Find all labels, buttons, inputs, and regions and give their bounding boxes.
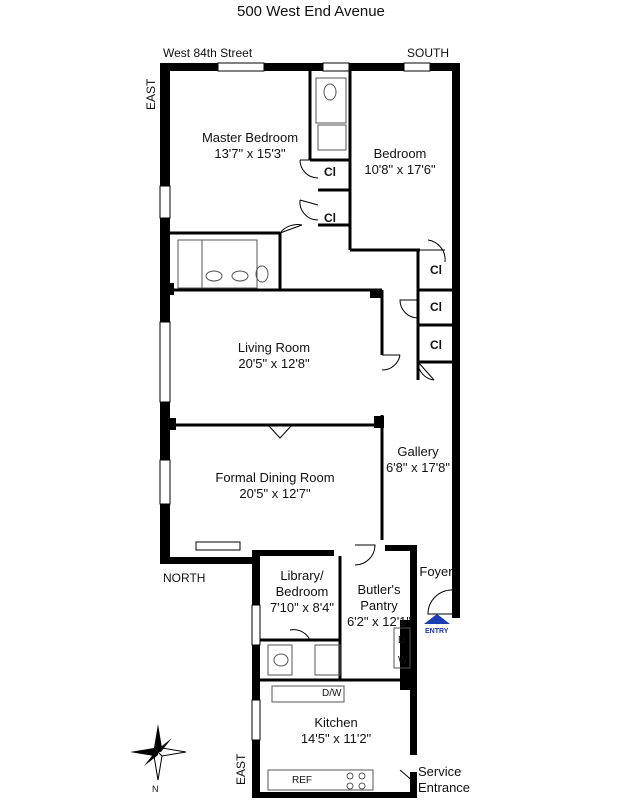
dishwasher-label: D/W xyxy=(322,688,342,699)
room-dims: 6'8" x 17'8" xyxy=(385,460,451,475)
label-north: NORTH xyxy=(163,571,206,585)
room-name: Gallery xyxy=(397,444,439,459)
room-name: Kitchen xyxy=(314,715,358,730)
room-dims: 10'8" x 17'6" xyxy=(364,162,436,177)
exterior-walls xyxy=(160,63,460,798)
room-name: Formal Dining Room xyxy=(215,470,335,485)
room-name: Living Room xyxy=(237,340,311,355)
closet-label: Cl xyxy=(430,338,442,352)
room-name-2: Bedroom xyxy=(275,584,329,599)
room-butlers-pantry: Butler's Pantry 6'2" x 12'1" xyxy=(342,582,416,630)
compass-rose xyxy=(130,724,187,781)
wall-stubs xyxy=(166,283,412,690)
label-south: SOUTH xyxy=(407,46,449,60)
room-dims: 20'5" x 12'7" xyxy=(239,486,311,501)
room-kitchen: Kitchen 14'5" x 11'2" xyxy=(290,715,382,747)
room-name: Library/ xyxy=(280,568,324,583)
service-entrance: Service Entrance xyxy=(418,764,494,796)
room-name: Foyer xyxy=(419,564,453,579)
entry-arrow xyxy=(424,614,450,624)
room-dims: 6'2" x 12'1" xyxy=(346,614,412,629)
refrigerator-label: REF xyxy=(292,775,312,786)
room-name: Master Bedroom xyxy=(201,130,299,145)
closet-label: Cl xyxy=(430,263,442,277)
room-name: Butler's xyxy=(357,582,401,597)
windows xyxy=(159,62,431,741)
entry-label: ENTRY xyxy=(425,628,449,635)
washer-label-d: D xyxy=(398,635,406,646)
room-name: Bedroom xyxy=(373,146,427,161)
room-dims: 14'5" x 11'2" xyxy=(300,731,372,746)
room-name: Service xyxy=(418,764,462,779)
room-formal-dining: Formal Dining Room 20'5" x 12'7" xyxy=(200,470,350,502)
bath-fixtures xyxy=(177,77,411,791)
room-gallery: Gallery 6'8" x 17'8" xyxy=(380,444,456,476)
closet-label: Cl xyxy=(430,300,442,314)
room-name-2: Pantry xyxy=(360,598,398,613)
room-dims: 7'10" x 8'4" xyxy=(269,600,335,615)
room-foyer: Foyer xyxy=(414,564,458,580)
label-west-84th-street: West 84th Street xyxy=(163,46,253,60)
closet-label: Cl xyxy=(324,165,336,179)
label-east-top: EAST xyxy=(144,78,158,110)
room-living-room: Living Room 20'5" x 12'8" xyxy=(212,340,336,372)
closet-label: Cl xyxy=(324,211,336,225)
door-swings xyxy=(267,159,453,783)
room-bedroom: Bedroom 10'8" x 17'6" xyxy=(355,146,445,178)
washer-label-w: W xyxy=(398,655,408,666)
room-name-2: Entrance xyxy=(418,780,471,795)
room-dims: 20'5" x 12'8" xyxy=(238,356,310,371)
compass-north-letter: N xyxy=(152,784,159,794)
room-dims: 13'7" x 15'3" xyxy=(214,146,286,161)
room-master-bedroom: Master Bedroom 13'7" x 15'3" xyxy=(188,130,312,162)
label-east-bottom: EAST xyxy=(234,753,248,785)
page-title: 500 West End Avenue xyxy=(237,3,385,20)
room-library-bedroom: Library/ Bedroom 7'10" x 8'4" xyxy=(262,568,342,616)
